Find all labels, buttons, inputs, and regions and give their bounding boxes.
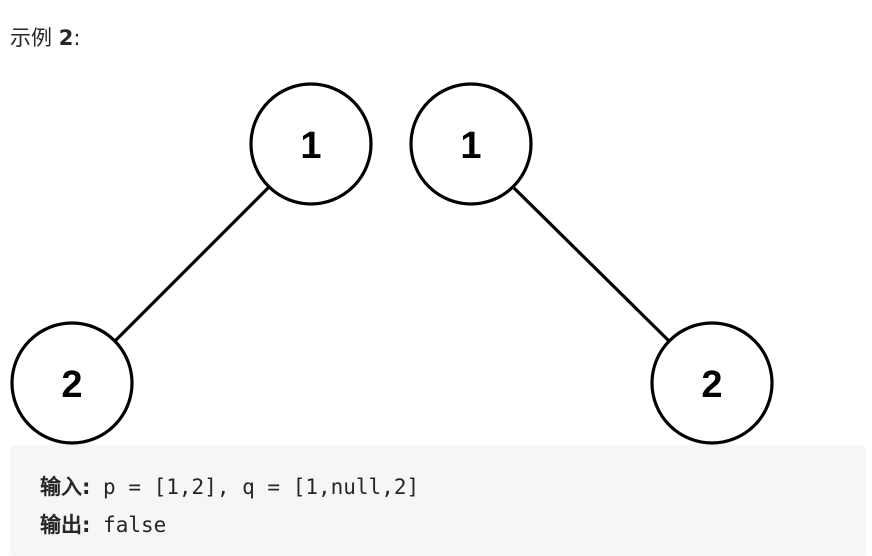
tree-q: 1 2: [409, 82, 774, 445]
heading-suffix: :: [73, 26, 81, 50]
tree-p-left-node: 2: [10, 321, 134, 445]
heading-number: 2: [58, 26, 74, 50]
tree-p-left-label: 2: [61, 364, 82, 406]
heading-prefix: 示例: [10, 26, 59, 50]
output-line: 输出: false: [40, 509, 166, 539]
input-label: 输入:: [40, 475, 91, 499]
tree-p-left-circle: [10, 321, 134, 445]
tree-p-root-label: 1: [300, 125, 321, 167]
tree-diagram: 1 2 1 2: [10, 82, 774, 445]
tree-q-root-node: 1: [409, 82, 533, 206]
input-value: p = [1,2], q = [1,null,2]: [90, 475, 420, 499]
tree-p-root-circle: [249, 82, 373, 206]
example-heading: 示例 2:: [10, 22, 80, 52]
input-line: 输入: p = [1,2], q = [1,null,2]: [40, 471, 419, 501]
tree-p: 1 2: [10, 82, 373, 445]
tree-q-root-circle: [409, 82, 533, 206]
tree-p-root-node: 1: [249, 82, 373, 206]
tree-q-edge: [512, 186, 671, 343]
tree-q-root-label: 1: [460, 125, 481, 167]
example-block: 输入: p = [1,2], q = [1,null,2] 输出: false: [10, 445, 866, 556]
tree-q-right-label: 2: [701, 364, 722, 406]
output-label: 输出:: [40, 513, 91, 537]
tree-p-edge: [113, 186, 270, 343]
tree-q-right-circle: [650, 321, 774, 445]
tree-q-right-node: 2: [650, 321, 774, 445]
output-value: false: [90, 513, 167, 537]
